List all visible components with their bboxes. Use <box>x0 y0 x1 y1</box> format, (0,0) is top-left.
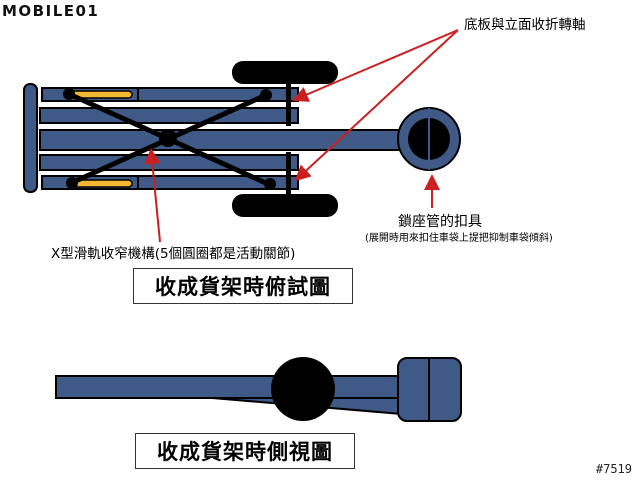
wheel-top <box>232 61 338 84</box>
mobile01-logo: MOBILE01 <box>2 2 100 20</box>
side-wheel <box>271 357 335 421</box>
rail-4 <box>39 154 299 171</box>
arrow-hinge-bottom <box>294 29 459 182</box>
label-lock-title: 鎖座管的扣具 <box>398 214 482 230</box>
joint-4 <box>66 177 78 189</box>
joint-2 <box>260 89 272 101</box>
label-lock-note: (展開時用來扣住車袋上提把抑制車袋傾斜) <box>365 233 553 244</box>
joint-center <box>159 129 177 147</box>
label-hinge: 底板與立面收折轉軸 <box>464 17 586 33</box>
top-view-title: 收成貨架時俯試圖 <box>133 268 353 304</box>
axle-top <box>286 80 291 126</box>
side-view <box>55 357 462 422</box>
axle-bottom <box>286 152 291 198</box>
arrow-hinge-top <box>292 29 459 102</box>
rail-center <box>39 129 436 151</box>
wheel-bottom <box>232 194 338 217</box>
rail-1b <box>137 87 299 102</box>
label-x-mechanism: X型滑軌收窄機構(5個圓圈都是活動關節) <box>51 246 296 262</box>
top-view <box>23 61 461 217</box>
rail-2 <box>39 107 299 124</box>
joint-5 <box>264 178 276 190</box>
joint-1 <box>63 88 75 100</box>
annotation-arrows <box>144 29 459 243</box>
side-view-title: 收成貨架時側視圖 <box>135 433 355 469</box>
arrow-x-mechanism <box>144 148 161 243</box>
watermark: #7519 <box>595 462 632 476</box>
end-plate <box>23 83 38 193</box>
